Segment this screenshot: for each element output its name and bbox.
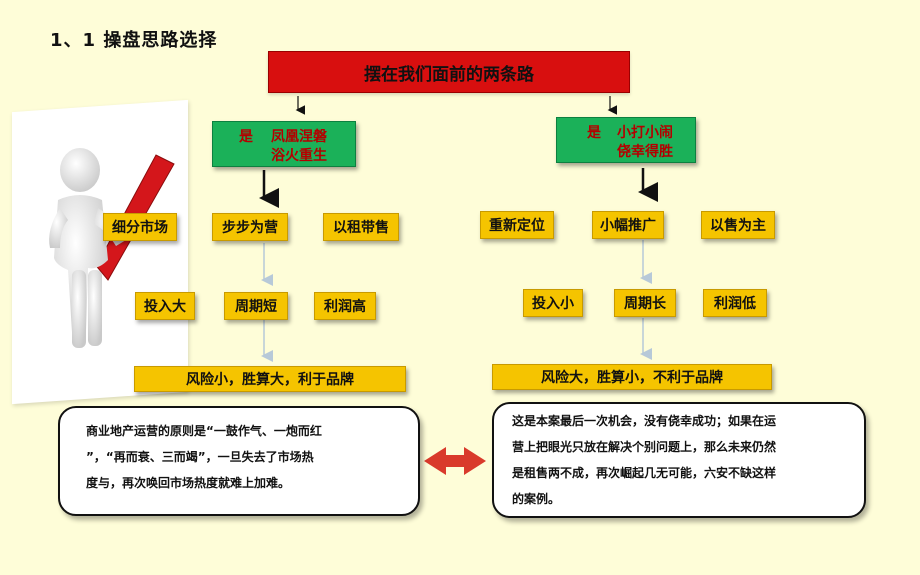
left-metric-1: 投入大 xyxy=(135,292,195,320)
right-bubble-line-4: 的案例。 xyxy=(512,492,561,506)
left-tag-3: 以租带售 xyxy=(323,213,399,241)
left-explanation-bubble: 商业地产运营的原则是“一鼓作气、一炮而红 ”，“再而衰、三而竭”，一旦失去了市场… xyxy=(58,406,420,516)
right-path-box: 是 小打小闹 侥幸得胜 xyxy=(556,117,696,163)
right-line1: 小打小闹 xyxy=(617,125,673,141)
left-bubble-line-2: ”，“再而衰、三而竭”，一旦失去了市场热 xyxy=(86,450,314,464)
left-metric-2: 周期短 xyxy=(224,292,288,320)
left-bubble-line-3: 度与，再次唤回市场热度就难上加难。 xyxy=(86,476,291,490)
right-metric-3: 利润低 xyxy=(703,289,767,317)
left-bubble-line-1: 商业地产运营的原则是“一鼓作气、一炮而红 xyxy=(86,424,322,438)
right-tag-3: 以售为主 xyxy=(701,211,775,239)
right-explanation-bubble: 这是本案最后一次机会，没有侥幸成功；如果在运 营上把眼光只放在解决个别问题上，那… xyxy=(492,402,866,518)
root-node: 摆在我们面前的两条路 xyxy=(268,51,630,93)
double-arrow-icon xyxy=(424,447,486,475)
left-tag-1: 细分市场 xyxy=(103,213,177,241)
right-summary: 风险大，胜算小，不利于品牌 xyxy=(492,364,772,390)
person-checkmark-illustration xyxy=(49,148,175,348)
left-tag-2: 步步为营 xyxy=(212,213,288,241)
page-title: 1、1 操盘思路选择 xyxy=(50,30,218,51)
right-is: 是 xyxy=(587,125,601,141)
left-is: 是 xyxy=(239,129,253,145)
right-metric-2: 周期长 xyxy=(614,289,676,317)
right-tag-1: 重新定位 xyxy=(480,211,554,239)
right-bubble-line-1: 这是本案最后一次机会，没有侥幸成功；如果在运 xyxy=(512,414,777,428)
left-path-box: 是 凤凰涅磐 浴火重生 xyxy=(212,121,356,167)
right-tag-2: 小幅推广 xyxy=(592,211,664,239)
left-line1: 凤凰涅磐 xyxy=(271,129,327,145)
right-line2: 侥幸得胜 xyxy=(617,144,673,160)
left-metric-3: 利润高 xyxy=(314,292,376,320)
right-bubble-line-2: 营上把眼光只放在解决个别问题上，那么未来仍然 xyxy=(512,440,777,454)
right-bubble-line-3: 是租售两不成，再次崛起几无可能，六安不缺这样 xyxy=(512,466,777,480)
right-metric-1: 投入小 xyxy=(523,289,583,317)
left-line2: 浴火重生 xyxy=(271,148,327,164)
left-summary: 风险小，胜算大，利于品牌 xyxy=(134,366,406,392)
